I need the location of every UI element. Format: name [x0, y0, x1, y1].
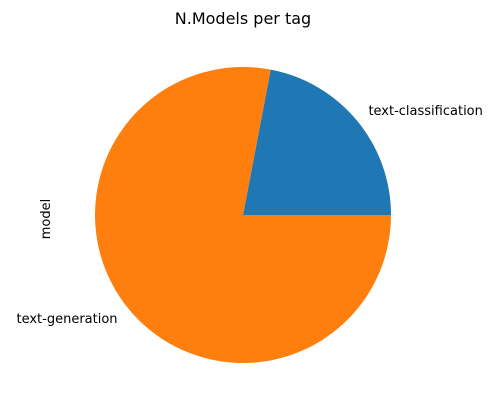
- chart-title: N.Models per tag: [175, 9, 311, 28]
- slice-label-text-classification: text-classification: [368, 104, 482, 119]
- y-axis-label: model: [39, 199, 54, 239]
- slice-label-text-generation: text-generation: [16, 312, 117, 327]
- pie-slice-text-classification: [243, 69, 391, 215]
- pie-slices: [95, 67, 392, 364]
- pie-labels: text-classification text-generation: [16, 104, 482, 327]
- pie-slice-text-generation: [95, 67, 392, 364]
